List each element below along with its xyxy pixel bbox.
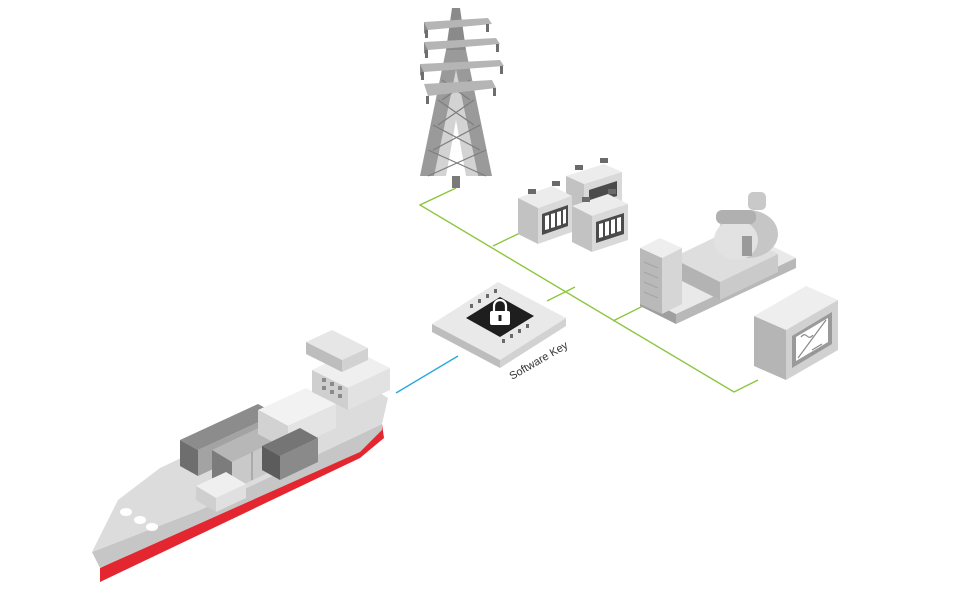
battery-icon bbox=[572, 189, 628, 252]
battery-branch-line bbox=[492, 231, 523, 247]
battery-icon bbox=[518, 181, 572, 244]
battery-group bbox=[518, 158, 628, 252]
inverter-icon bbox=[754, 286, 838, 380]
software-key-chip bbox=[432, 282, 566, 368]
data-link-line bbox=[395, 355, 459, 394]
padlock-icon bbox=[490, 298, 510, 325]
container-ship-icon bbox=[92, 330, 390, 582]
power-grid-lines bbox=[418, 187, 759, 393]
generator-icon bbox=[640, 192, 796, 324]
key-branch-line bbox=[546, 286, 576, 302]
power-tower-icon bbox=[420, 8, 504, 188]
tower-line bbox=[418, 187, 759, 393]
generator-branch-line bbox=[612, 304, 646, 322]
